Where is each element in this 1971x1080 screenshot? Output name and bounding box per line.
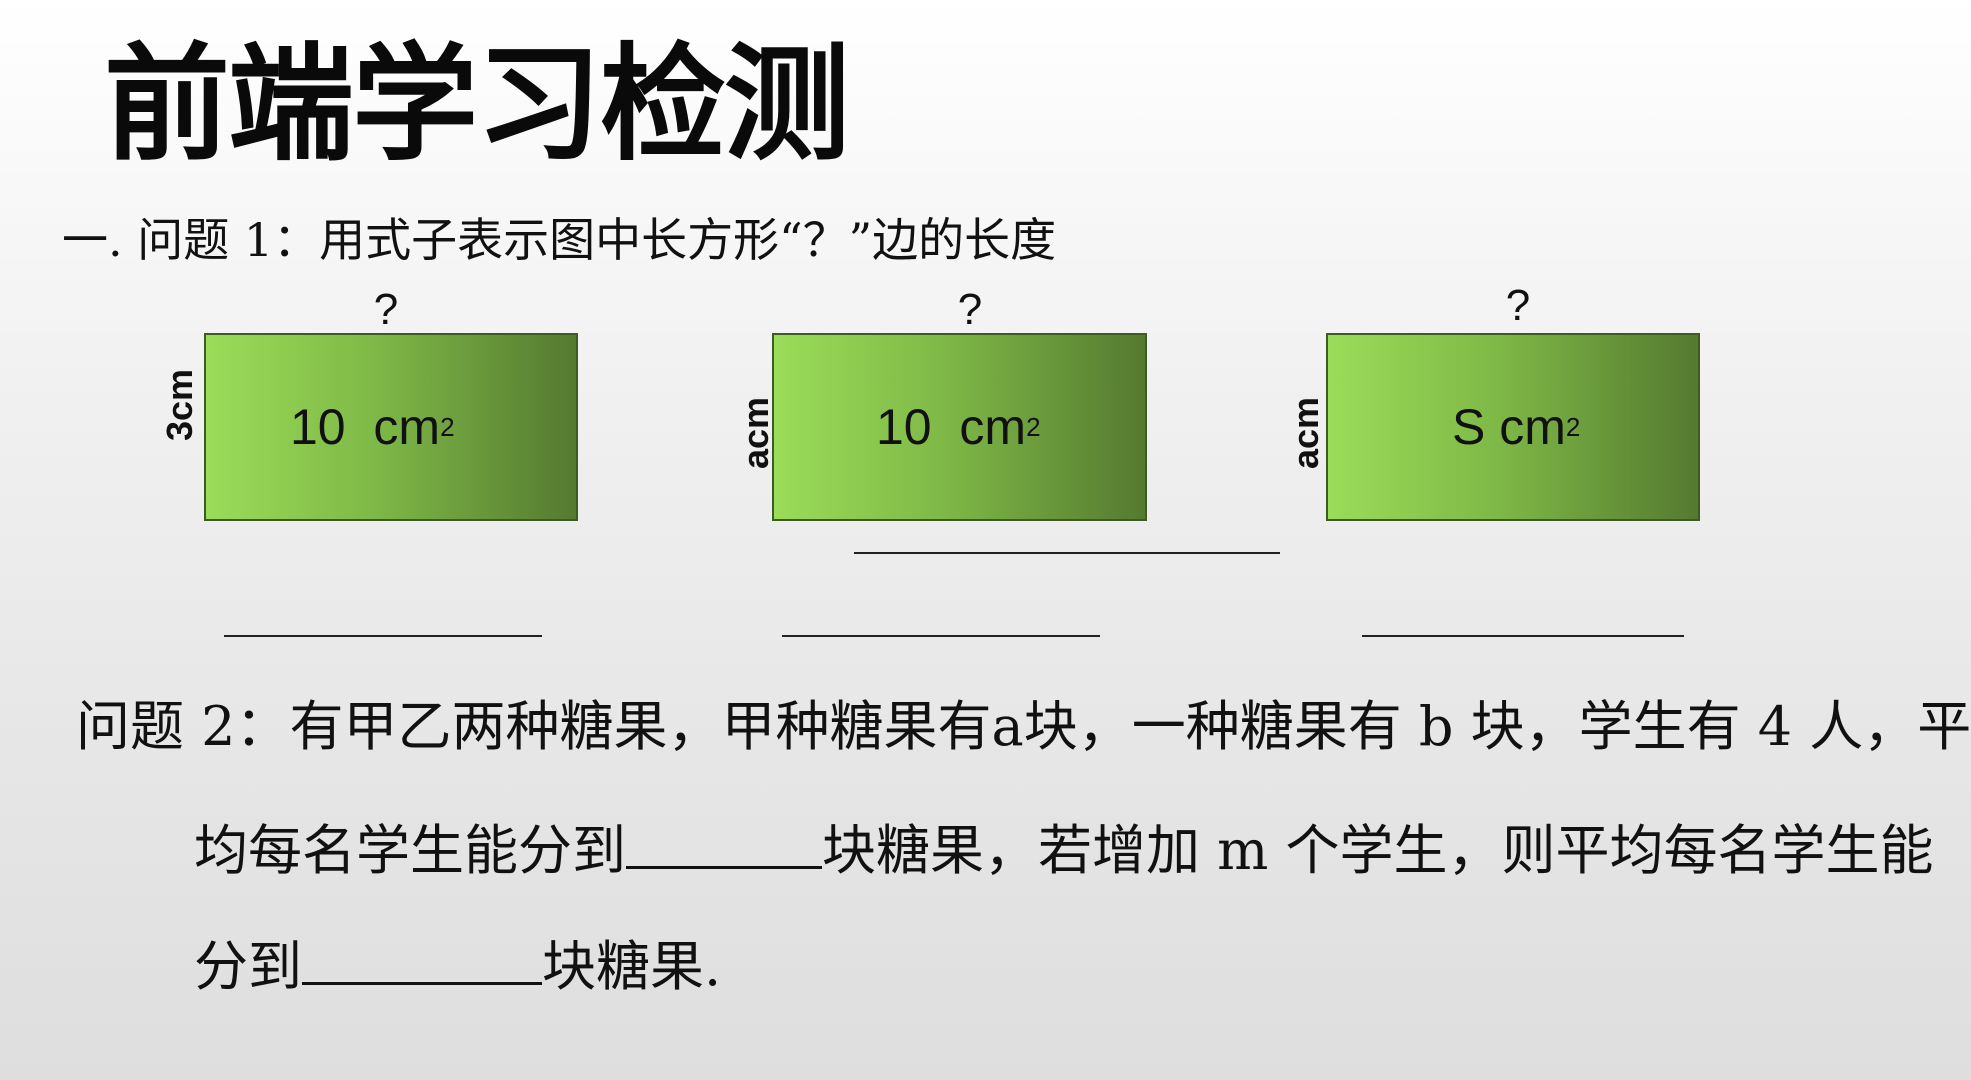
rect-1-area-unit: cm (373, 399, 441, 455)
rect-1-area-exponent: 2 (440, 411, 455, 442)
rect-3-area-exponent: 2 (1565, 411, 1581, 442)
connector-line (854, 552, 1280, 554)
question-2-line-3-after: 块糖果. (542, 935, 722, 998)
answer-blank-2[interactable] (782, 635, 1100, 637)
rect-1-side-label: 3cm (159, 368, 200, 442)
rect-2-area-value: 10 (876, 399, 932, 455)
question-2-line-3: 分到 块糖果. (194, 926, 721, 1002)
rect-2-unknown-side: ? (957, 285, 983, 334)
rect-3-unknown-side: ? (1505, 281, 1531, 330)
question-2-line-1: 问题 2：有甲乙两种糖果，甲种糖果有a块，一种糖果有 b 块，学生有 4 人，平 (76, 695, 1971, 758)
rect-1-area-value: 10 (290, 399, 346, 455)
answer-blank-1[interactable] (224, 635, 542, 637)
question-2-line-2: 均每名学生能分到 块糖果，若增加 m 个学生，则平均每名学生能 (194, 810, 1934, 886)
rect-1-unknown-side: ? (373, 285, 399, 334)
rect-2-area-exponent: 2 (1026, 411, 1041, 442)
question-2-line-3-before: 分到 (194, 935, 302, 998)
rect-2-area-unit: cm (959, 399, 1027, 455)
answer-blank-3[interactable] (1362, 635, 1684, 637)
rect-3-area-unit: cm (1499, 399, 1566, 455)
question-2-line-2-after: 块糖果，若增加 m 个学生，则平均每名学生能 (822, 819, 1934, 882)
rect-3-side-label: acm (1285, 396, 1326, 470)
question-1-prompt: 一. 问题 1：用式子表示图中长方形“？”边的长度 (62, 213, 1057, 267)
answer-blank-5[interactable] (302, 926, 542, 985)
question-2-line-2-before: 均每名学生能分到 (194, 819, 626, 882)
rect-3-area-value: S (1452, 399, 1486, 455)
slide-title: 前端学习检测 (104, 31, 850, 178)
answer-blank-4[interactable] (626, 810, 822, 869)
